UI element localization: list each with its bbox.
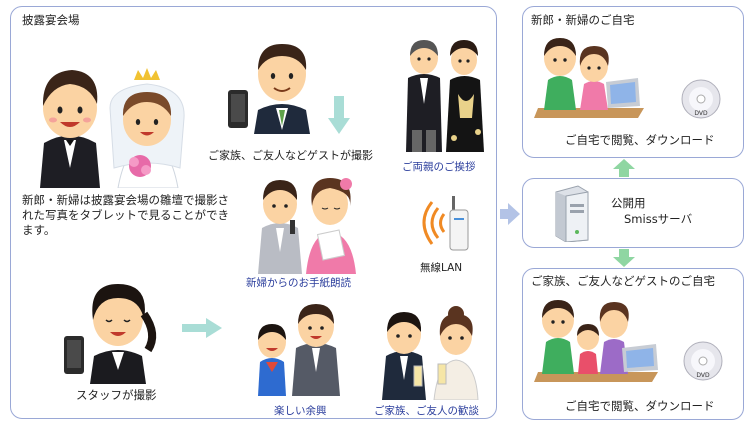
- guest-photographer-illustration: [222, 34, 332, 134]
- server-label-2: Smissサーバ: [624, 212, 693, 226]
- caption-parents: ご両親のご挨拶: [402, 161, 476, 173]
- venue-panel: [10, 6, 497, 419]
- caption-guest-shoot: ご家族、ご友人などゲストが撮影: [208, 149, 373, 162]
- parents-illustration: [402, 34, 488, 154]
- arrow-down-icon: [328, 96, 350, 134]
- bride-groom-illustration: [30, 48, 200, 188]
- guest-home-title: ご家族、ご友人などゲストのご自宅: [531, 274, 715, 288]
- dvd-icon-2: DVD: [682, 340, 724, 382]
- chat-illustration: [380, 300, 480, 400]
- server-icon: [552, 184, 592, 242]
- letter-reading-illustration: [254, 166, 364, 274]
- arrow-right-icon: [182, 318, 222, 338]
- couple-laptop-illustration: [534, 30, 644, 122]
- arrow-up-icon: [613, 159, 635, 177]
- venue-title: 披露宴会場: [22, 13, 80, 27]
- entertainment-illustration: [252, 296, 348, 396]
- server-label-1: 公開用: [611, 196, 646, 210]
- caption-fun: 楽しい余興: [274, 405, 327, 417]
- caption-staff: スタッフが撮影: [76, 388, 157, 402]
- venue-description: 新郎・新婦は披露宴会場の雛壇で撮影された写真をタブレットで見ることができます。: [22, 193, 229, 237]
- arrow-to-server-icon: [500, 203, 520, 225]
- caption-letter: 新婦からのお手紙朗読: [246, 277, 351, 289]
- dvd-label: DVD: [694, 110, 708, 117]
- family-laptop-illustration: [534, 290, 664, 386]
- dvd-label-2: DVD: [696, 372, 710, 379]
- arrow-down-green-icon: [613, 249, 635, 267]
- dvd-icon: DVD: [680, 78, 722, 120]
- couple-home-caption: ご自宅で閲覧、ダウンロード: [565, 133, 715, 147]
- staff-photographer-illustration: [60, 274, 170, 384]
- wifi-router-illustration: [406, 188, 476, 258]
- couple-home-title: 新郎・新婦のご自宅: [531, 13, 635, 27]
- caption-chat: ご家族、ご友人の歓談: [374, 405, 479, 417]
- caption-wifi: 無線LAN: [420, 262, 463, 274]
- guest-home-caption: ご自宅で閲覧、ダウンロード: [565, 399, 715, 413]
